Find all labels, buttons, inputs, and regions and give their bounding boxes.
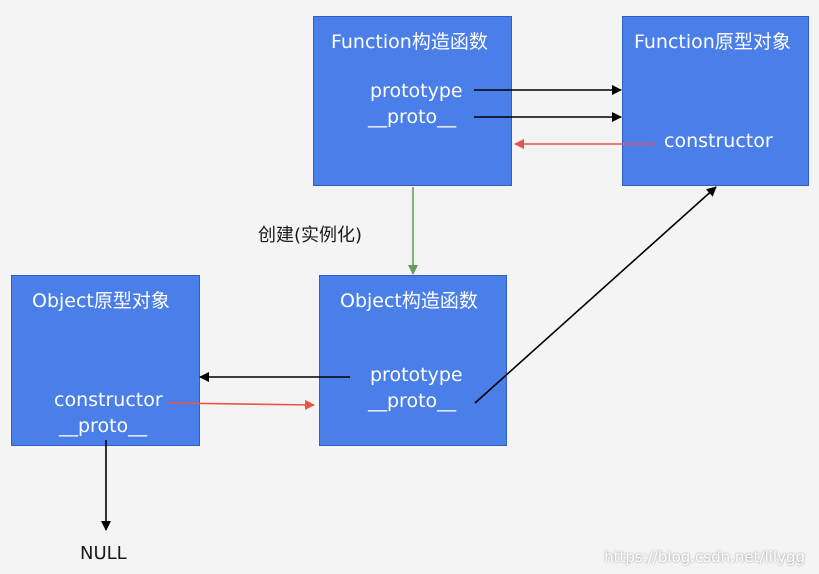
- function-constructor-box: Function构造函数 prototype __proto__: [313, 16, 512, 186]
- function-constructor-proto: __proto__: [368, 106, 457, 128]
- object-constructor-title: Object构造函数: [340, 290, 478, 312]
- object-constructor-proto: __proto__: [368, 390, 457, 412]
- function-prototype-object-constructor: constructor: [664, 130, 773, 152]
- function-prototype-object-title: Function原型对象: [634, 31, 791, 53]
- function-constructor-title: Function构造函数: [331, 31, 488, 53]
- function-constructor-prototype: prototype: [370, 80, 463, 102]
- object-prototype-object-constructor: constructor: [54, 389, 163, 411]
- object-prototype-object-proto: __proto__: [59, 415, 148, 437]
- instantiate-label: 创建(实例化): [258, 225, 363, 246]
- watermark: https://blog.csdn.net/lilygg: [604, 548, 805, 566]
- object-prototype-object-box: Object原型对象 constructor __proto__: [11, 275, 200, 446]
- arrow-object-proto: [474, 186, 717, 404]
- null-label: NULL: [80, 543, 127, 564]
- arrow-object-constructor: [167, 399, 315, 410]
- object-prototype-object-title: Object原型对象: [32, 290, 170, 312]
- object-constructor-prototype: prototype: [370, 364, 463, 386]
- function-prototype-object-box: Function原型对象 constructor: [622, 16, 809, 186]
- object-constructor-box: Object构造函数 prototype __proto__: [319, 275, 507, 446]
